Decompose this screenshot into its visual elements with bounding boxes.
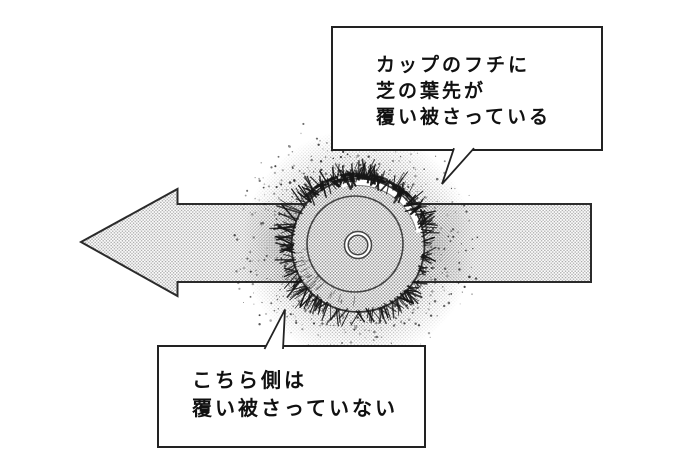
callout-top-text: カップのフチに 芝の葉先が 覆い被さっている [332, 27, 602, 150]
callout-top-box [331, 26, 603, 151]
callout-bottom-box [157, 345, 426, 448]
grass-texture [233, 111, 479, 370]
callout-top-tail [441, 147, 475, 185]
callout-line: こちら側は [192, 368, 307, 392]
golf-cup [290, 178, 426, 313]
cup-lip-edge [347, 185, 417, 231]
callout-top [331, 26, 603, 185]
callout-bottom-text: こちら側は 覆い被さっていない [158, 346, 425, 447]
flagstick-hole [347, 234, 369, 256]
callout-bottom-tail [263, 309, 286, 350]
callout-line: カップのフチに [376, 54, 531, 76]
callout-line: 覆い被さっている [376, 106, 552, 128]
callout-line: 覆い被さっていない [192, 396, 398, 420]
cup-inner-wall-circle [306, 195, 404, 293]
callout-bottom [157, 309, 426, 448]
callout-line: 芝の葉先が [376, 80, 487, 102]
